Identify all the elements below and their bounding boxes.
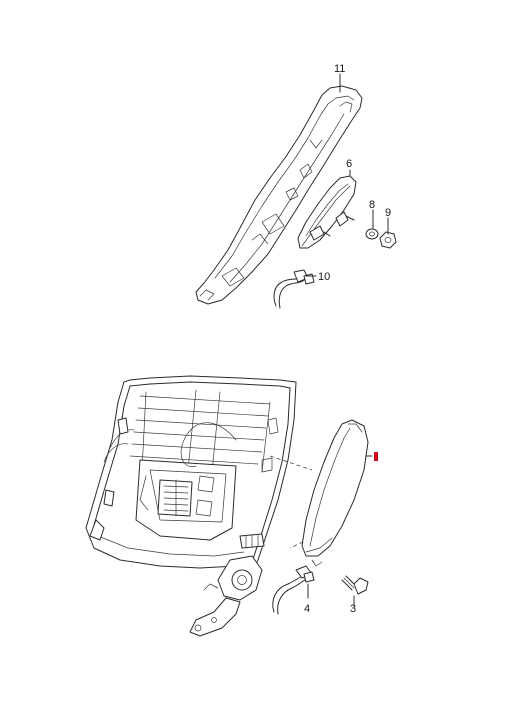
part-3-bolt [341, 575, 369, 595]
callout-8: 8 [369, 199, 375, 211]
part-4-wiring [272, 565, 315, 615]
part-11-trim-panel [195, 85, 363, 305]
part-9-nut [379, 231, 397, 249]
top-assembly: 11 6 8 9 10 [195, 63, 397, 309]
callout-9: 9 [385, 207, 391, 219]
part-1-side-airbag [301, 419, 369, 567]
part-8-washer [365, 228, 379, 240]
callout-10: 10 [318, 271, 330, 283]
projection-line [269, 455, 313, 471]
bottom-assembly: 4 3 [85, 375, 378, 637]
callout-3: 3 [350, 603, 356, 615]
callout-11: 11 [334, 63, 345, 75]
callout-6: 6 [346, 158, 352, 170]
seat-back-frame [85, 375, 297, 637]
callout-1-highlight [374, 452, 378, 461]
callout-4: 4 [304, 603, 310, 615]
part-6-airbag-module [297, 175, 357, 249]
